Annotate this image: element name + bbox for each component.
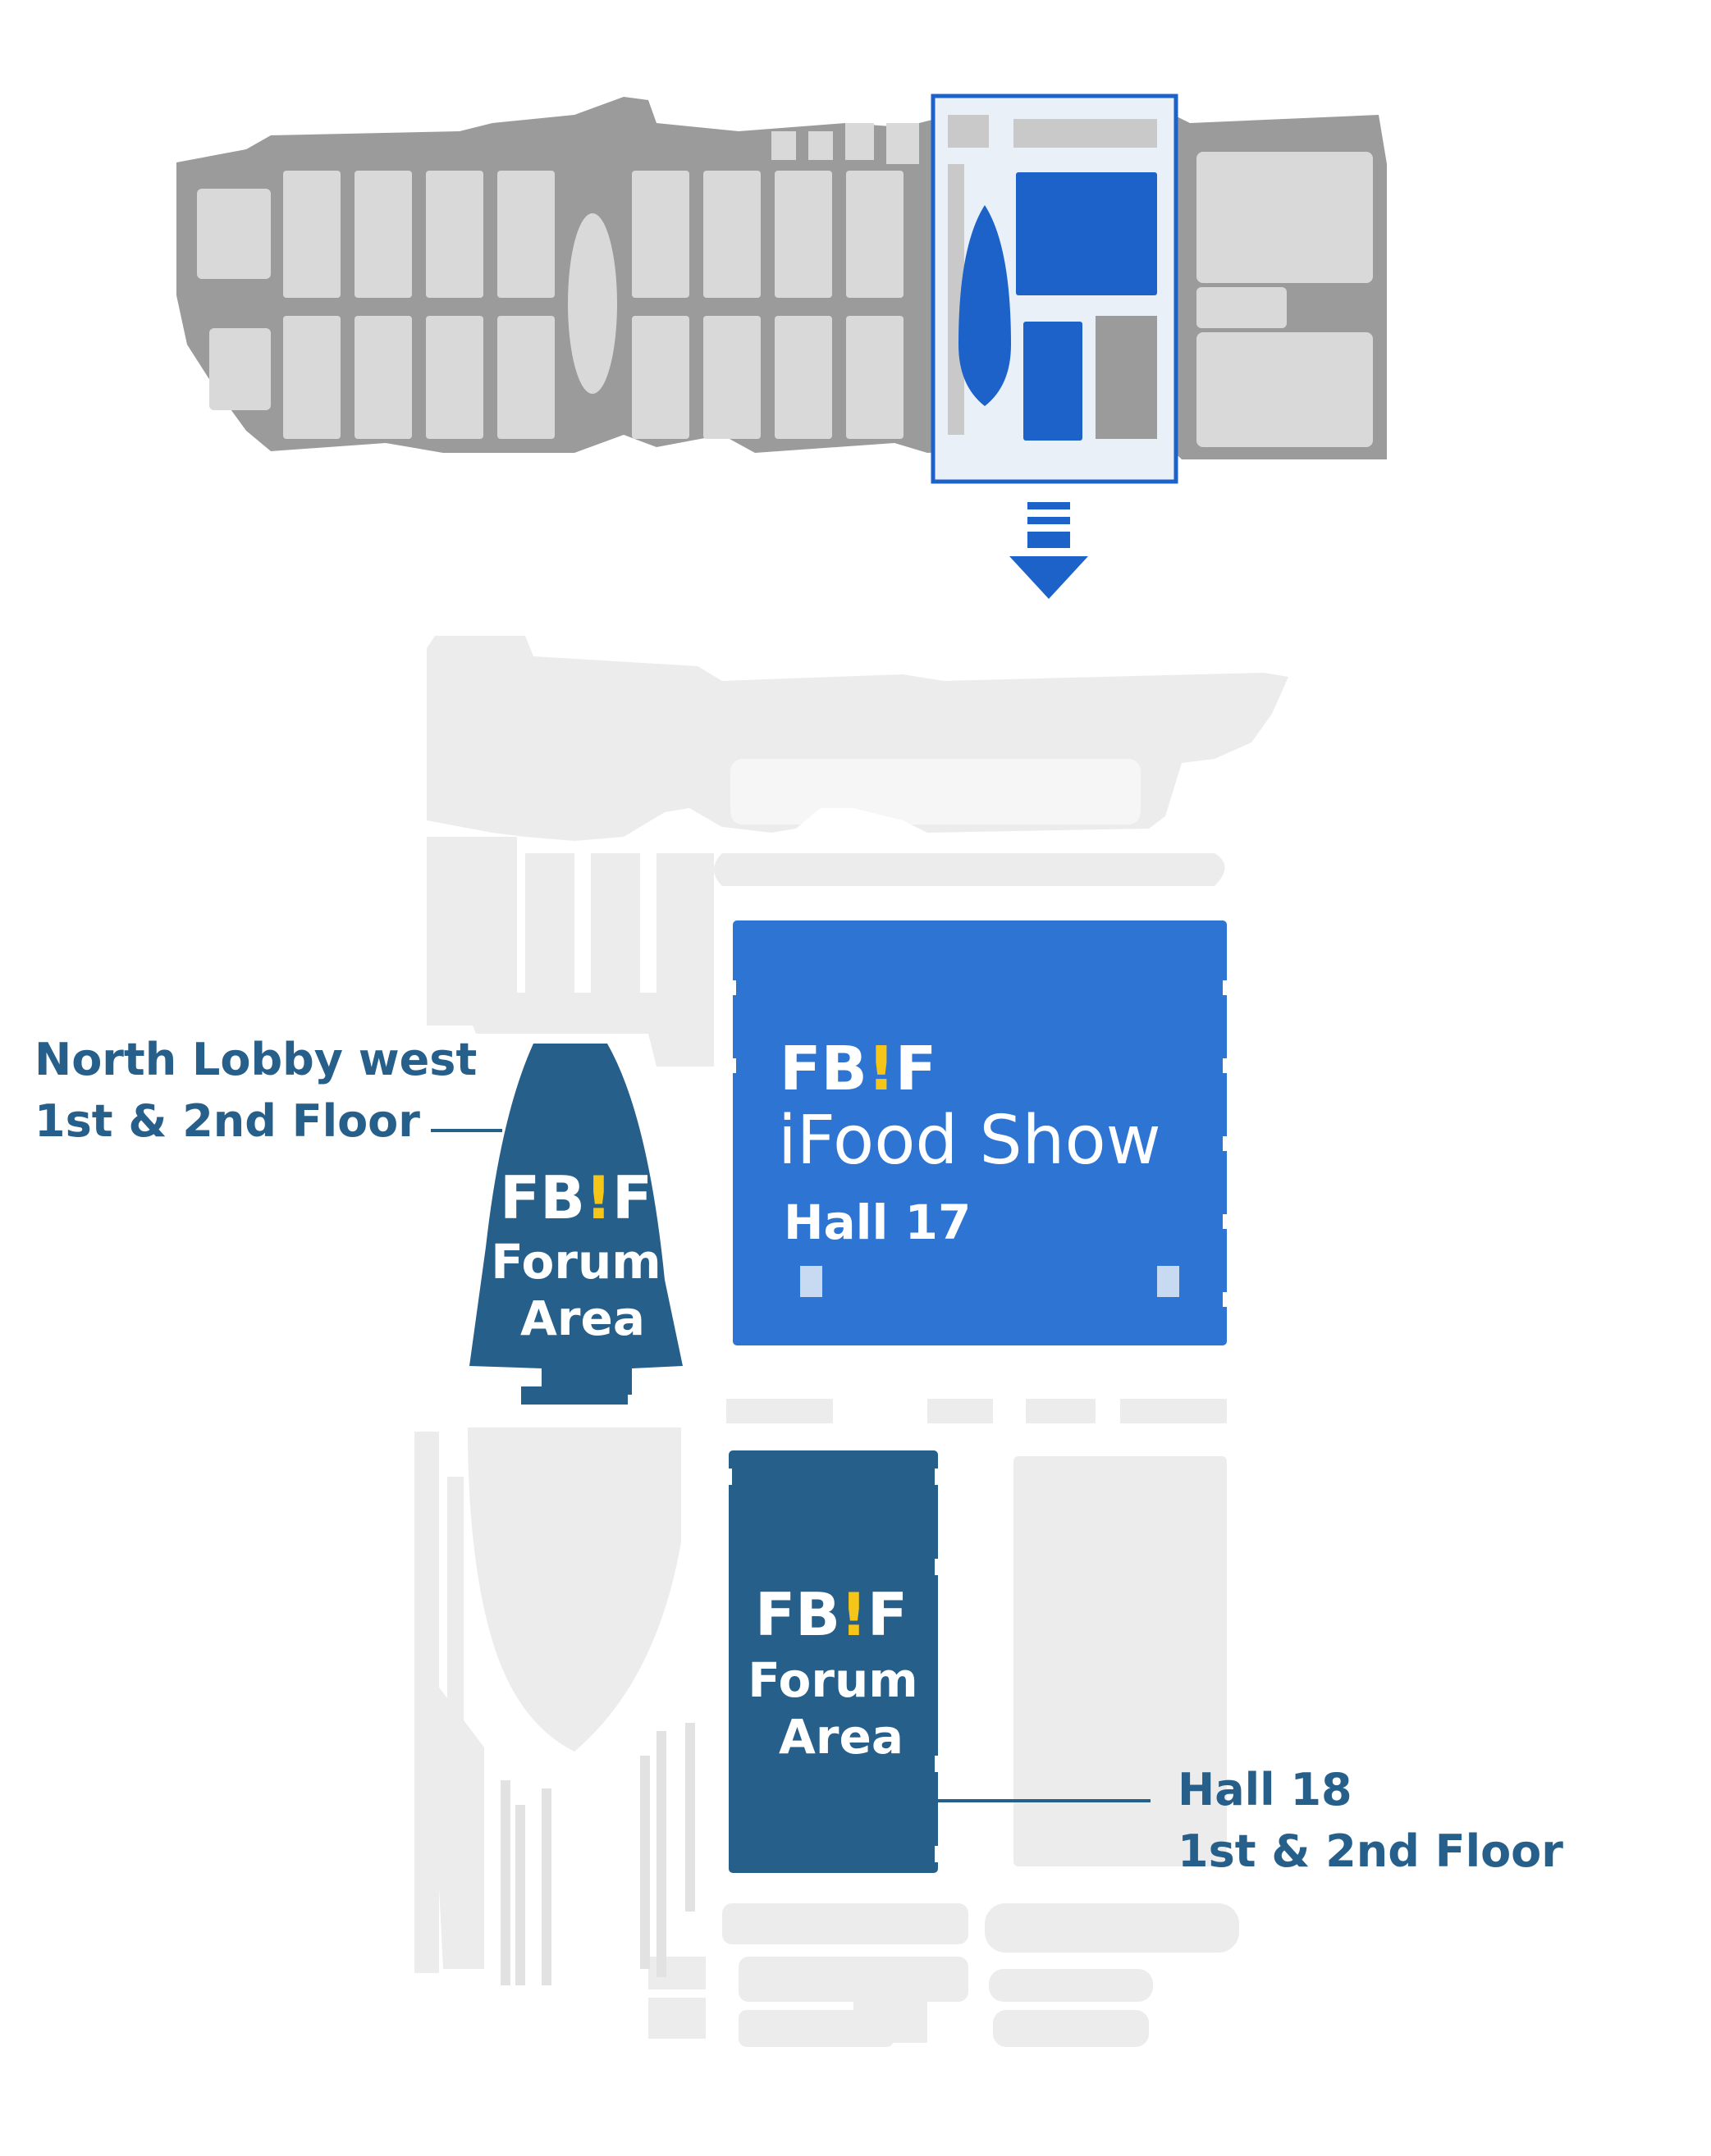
- forum-hall18-line2: Area: [779, 1709, 904, 1765]
- hall17-marker-left: [800, 1266, 822, 1297]
- forum-north-line2: Area: [520, 1290, 645, 1346]
- overview-map: [176, 94, 1387, 484]
- forum-north-logo: FB!F: [500, 1163, 652, 1232]
- hall17-hall-label: Hall 17: [784, 1194, 971, 1250]
- forum-hall18-logo: FB!F: [755, 1580, 908, 1649]
- hall17-show-name: iFood Show: [778, 1102, 1161, 1180]
- hall17-logo: FB!F: [780, 1034, 936, 1104]
- hall17-area[interactable]: [730, 920, 1229, 1345]
- detail-map-background: [414, 636, 1288, 2047]
- overview-north-lobby-highlight: [958, 205, 1011, 406]
- forum-north-lobby-block[interactable]: [469, 1044, 683, 1395]
- hall18-label-line1: Hall 18: [1178, 1764, 1352, 1816]
- north-lobby-label-line2: 1st & 2nd Floor: [34, 1095, 420, 1147]
- overview-hall18-highlight: [1023, 322, 1082, 441]
- overview-details: [771, 123, 919, 164]
- forum-north-lobby-area[interactable]: [469, 1044, 683, 1405]
- forum-hall18-block[interactable]: [729, 1450, 938, 1873]
- overview-selection-inner: [948, 115, 1157, 439]
- hall17-marker-right: [1157, 1266, 1179, 1297]
- overview-highlight-areas: [958, 172, 1157, 441]
- hall18-label-line2: 1st & 2nd Floor: [1178, 1825, 1563, 1877]
- hall17-block[interactable]: [733, 920, 1227, 1345]
- north-lobby-label-line1: North Lobby west: [34, 1034, 477, 1085]
- overview-hall-grid: [197, 152, 1373, 447]
- forum-hall18-area[interactable]: [724, 1450, 943, 1873]
- zoom-arrow-icon: [1009, 502, 1088, 599]
- overview-hall17-highlight: [1016, 172, 1157, 295]
- forum-hall18-line1: Forum: [748, 1652, 917, 1708]
- forum-north-line1: Forum: [491, 1234, 661, 1290]
